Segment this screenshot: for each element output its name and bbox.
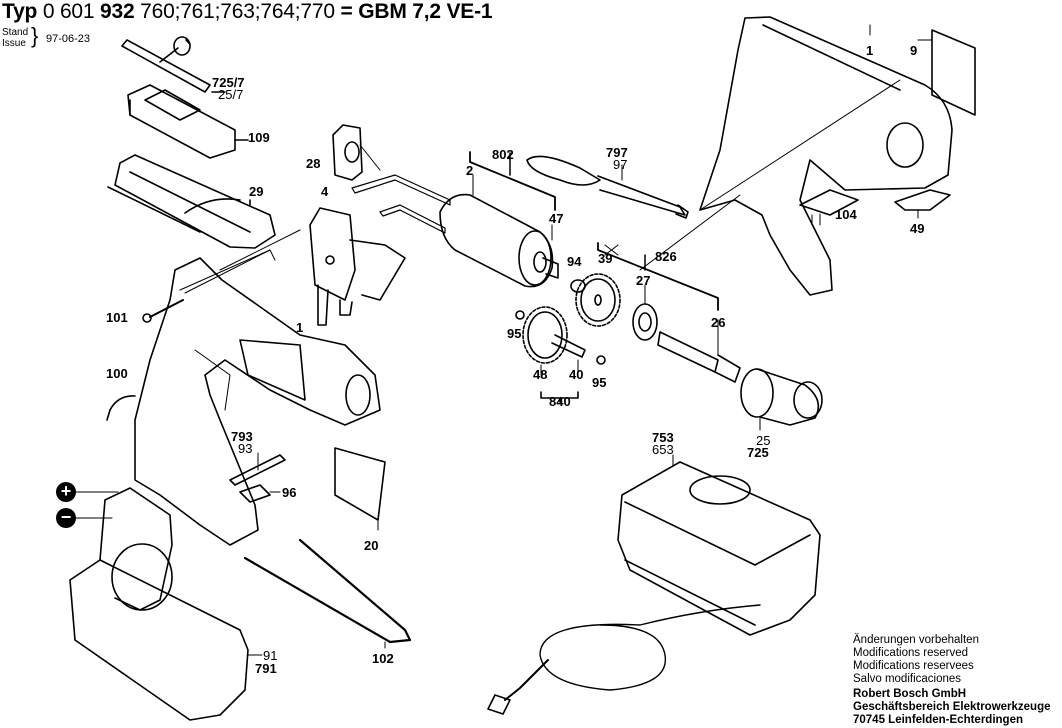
part-label-9: 9 [910, 43, 918, 58]
issue-date: 97-06-23 [46, 33, 91, 45]
part-label-91: 91 [263, 648, 278, 663]
part-label-39: 39 [598, 251, 613, 266]
part-label-797: 797 [606, 145, 628, 160]
switch-drawing [309, 207, 406, 326]
minus-terminal-icon: − [56, 508, 76, 528]
footer-address: 70745 Leinfelden-Echterdingen [853, 714, 1023, 726]
part-label-4: 4 [321, 184, 329, 199]
bit-holder-drawing [127, 84, 249, 159]
stand-label: Stand [2, 27, 29, 38]
part-label-49: 49 [910, 221, 925, 236]
part-label-95-b: 95 [592, 375, 607, 390]
part-label-725: 725 [747, 445, 769, 460]
part-label-25-7: 25/7 [218, 87, 244, 102]
typ-main: 932 [100, 0, 135, 23]
footer-line-es: Salvo modificaciones [853, 673, 962, 685]
part-label-95-a: 95 [507, 326, 522, 341]
typ-label: Typ [2, 0, 38, 23]
part-label-26: 26 [711, 315, 726, 330]
part-label-653: 653 [652, 442, 674, 457]
motor-drawing [439, 193, 559, 288]
part-label-20: 20 [364, 538, 379, 553]
part-label-27: 27 [636, 273, 651, 288]
part-label-100: 100 [106, 366, 128, 381]
part-label-97: 97 [613, 157, 628, 172]
model-name: GBM 7,2 VE-1 [358, 0, 493, 23]
part-label-1-top: 1 [866, 43, 874, 58]
battery-pack-drawing [69, 487, 263, 721]
chuck-key-drawing [121, 36, 226, 93]
part-label-96: 96 [282, 485, 297, 500]
footer-line-de: Änderungen vorbehalten [853, 634, 979, 646]
footer-division: Geschäftsbereich Elektrowerkzeuge [853, 701, 1051, 713]
part-label-94: 94 [567, 254, 582, 269]
gear-39-drawing [575, 273, 621, 327]
battery-cover-drawing [107, 154, 276, 249]
charger-drawing [487, 454, 821, 715]
document-title: Typ 0 601 932 760;761;763;764;770 = GBM … [2, 0, 493, 24]
part-label-2: 2 [466, 163, 474, 178]
footer-line-fr: Modifications reservees [853, 660, 974, 672]
drill-chuck-drawing [740, 368, 823, 431]
part-label-101: 101 [106, 310, 128, 325]
planetary-gear-drawing [522, 306, 586, 364]
part-label-725-7: 725/7 [212, 75, 245, 90]
typ-variants: 760;761;763;764;770 [140, 0, 335, 23]
housing-left-drawing [134, 249, 381, 546]
typ-prefix: 0 601 [42, 0, 95, 23]
equals-sign: = [340, 0, 353, 23]
part-label-826: 826 [655, 249, 677, 264]
footer-line-en: Modifications reserved [853, 647, 969, 659]
part-label-48: 48 [533, 367, 548, 382]
footer-notice: Änderungen vorbehalten Modifications res… [853, 634, 1051, 727]
part-label-28: 28 [306, 156, 321, 171]
part-label-40: 40 [569, 367, 584, 382]
part-label-102: 102 [372, 651, 394, 666]
hand-strap-drawing [526, 155, 689, 219]
part-label-1-left: 1 [296, 320, 304, 335]
brush-plate-drawing [332, 124, 381, 181]
housing-right-drawing [639, 16, 953, 296]
issue-label: Issue [2, 38, 26, 49]
part-label-109: 109 [248, 130, 270, 145]
part-label-29: 29 [249, 184, 264, 199]
part-label-791: 791 [255, 661, 277, 676]
plus-terminal-icon: + [56, 482, 76, 502]
part-label-47: 47 [549, 211, 564, 226]
part-label-753: 753 [652, 430, 674, 445]
part-label-802: 802 [492, 147, 514, 162]
part-label-840: 840 [549, 394, 571, 409]
part-label-93: 93 [238, 441, 253, 456]
part-label-793: 793 [231, 429, 253, 444]
brace-icon: } [31, 23, 39, 48]
footer-company: Robert Bosch GmbH [853, 688, 967, 700]
stand-issue-label: Stand Issue [2, 27, 28, 49]
part-label-25: 25 [756, 433, 771, 448]
part-label-104: 104 [835, 207, 857, 222]
